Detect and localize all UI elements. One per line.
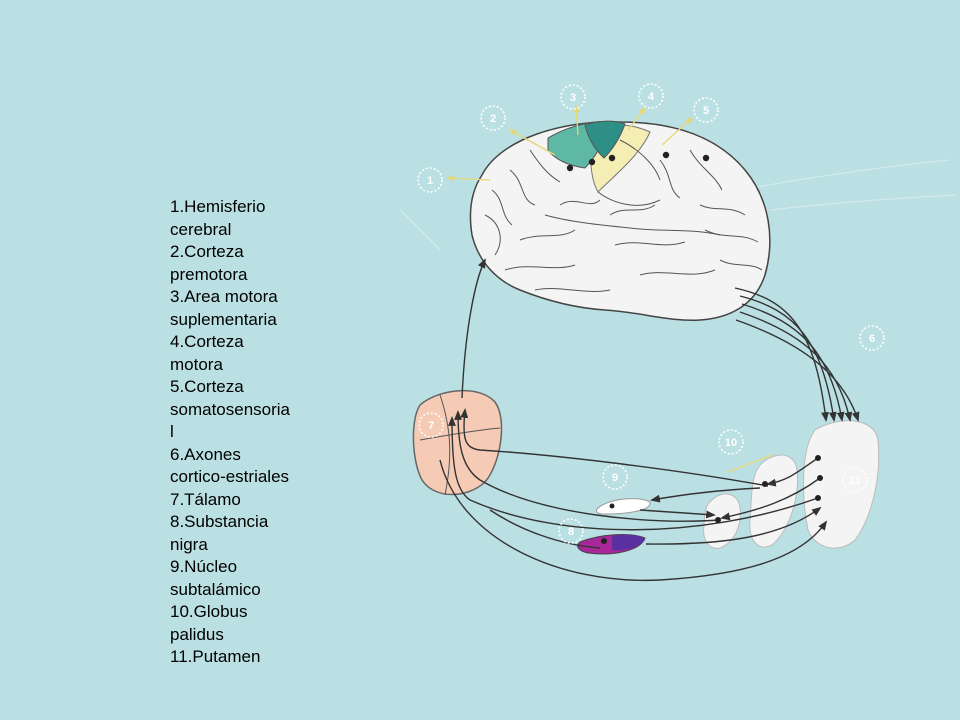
substantia-nigra (577, 534, 646, 555)
legend-item: 1.Hemisferio cerebral (170, 196, 310, 241)
legend-item-label: 9.Núcleo subtalámico (170, 557, 261, 599)
putamen (803, 420, 880, 549)
badge-6: 6 (859, 325, 885, 351)
globus-pallidus-inner (703, 493, 741, 549)
badge-11-label: 11 (849, 475, 861, 487)
legend-item-label: 2.Corteza premotora (170, 242, 248, 284)
badge-1-label: 1 (427, 175, 433, 187)
badge-9: 9 (602, 464, 628, 490)
legend-item-label: 3.Area motora suplementaria (170, 287, 278, 329)
legend-item: 8.Substancia nigra (170, 511, 310, 556)
badge-3: 3 (560, 84, 586, 110)
legend-item: 11.Putamen (170, 646, 310, 669)
cerebral-hemisphere (469, 120, 771, 322)
corticostriatal-axons (734, 287, 860, 422)
legend-item-label: 8.Substancia nigra (170, 512, 269, 554)
legend-item: 10.Globus palidus (170, 601, 310, 646)
badge-10-label: 10 (725, 437, 737, 449)
thalamus (412, 390, 503, 496)
badge-8: 8 (558, 518, 584, 544)
legend-item-label: 10.Globus palidus (170, 602, 248, 644)
legend-item: 4.Corteza motora (170, 331, 310, 376)
cortical-neurons (566, 151, 710, 172)
legend-item-label: 4.Corteza motora (170, 332, 244, 374)
subthalamic-nucleus (595, 498, 651, 515)
supplementary-motor-area (584, 120, 626, 159)
legend-item-label: 5.Corteza somatosensoria l (170, 377, 291, 441)
badge-5-label: 5 (703, 105, 709, 117)
nuclei-neurons (601, 455, 823, 544)
badge-11: 11 (842, 467, 868, 493)
badge-9-label: 9 (612, 472, 618, 484)
badge-1: 1 (417, 167, 443, 193)
legend-item-label: 11.Putamen (170, 647, 261, 666)
badge-3-label: 3 (570, 92, 576, 104)
legend-item: 6.Axones cortico-estriales (170, 444, 310, 489)
legend-item-label: 7.Tálamo (170, 489, 241, 509)
legend-item: 7.Tálamo (170, 489, 310, 512)
badge-7: 7 (418, 412, 444, 438)
brain-gyri (484, 139, 763, 292)
background-lines (399, 159, 956, 251)
globus-pallidus (749, 454, 799, 548)
legend-item: 5.Corteza somatosensoria l (170, 376, 310, 444)
badge-7-label: 7 (428, 420, 434, 432)
badge-2-label: 2 (490, 113, 496, 125)
badge-6-label: 6 (869, 333, 875, 345)
legend-item: 3.Area motora suplementaria (170, 286, 310, 331)
badge-4-label: 4 (648, 91, 655, 103)
legend-item-label: 1.Hemisferio cerebral (170, 197, 266, 239)
circuit-pathways (439, 258, 828, 582)
legend-item: 9.Núcleo subtalámico (170, 556, 310, 601)
badge-5: 5 (693, 97, 719, 123)
legend: 1.Hemisferio cerebral 2.Corteza premotor… (170, 196, 310, 669)
pointer-lines (446, 104, 773, 473)
badge-10: 10 (718, 429, 744, 455)
badge-2: 2 (480, 105, 506, 131)
legend-item: 2.Corteza premotora (170, 241, 310, 286)
badge-4: 4 (638, 83, 664, 109)
brain-outline (469, 121, 771, 322)
legend-item-label: 6.Axones cortico-estriales (170, 444, 290, 487)
badge-8-label: 8 (568, 526, 574, 538)
